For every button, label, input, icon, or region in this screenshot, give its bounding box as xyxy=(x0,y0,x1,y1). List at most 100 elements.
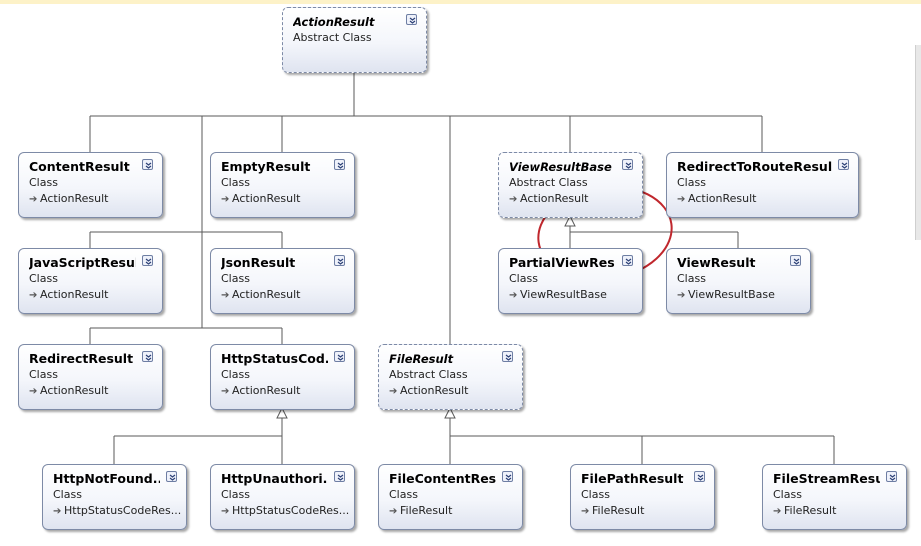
inheritance-arrow-icon: ➔ xyxy=(221,290,230,301)
inheritance-arrowhead xyxy=(444,406,456,419)
base-class-name: ActionResult xyxy=(232,384,301,397)
class-name: PartialViewRes... xyxy=(509,255,616,270)
chevron-down-double-icon[interactable] xyxy=(406,14,417,25)
inheritance-arrow-icon: ➔ xyxy=(29,194,38,205)
inheritance-arrow-icon: ➔ xyxy=(389,506,398,517)
class-box-httpstatuscoderesult[interactable]: HttpStatusCod... Class ➔ActionResult xyxy=(210,344,355,410)
vertical-scrollbar[interactable] xyxy=(915,45,921,240)
chevron-down-double-icon[interactable] xyxy=(694,471,705,482)
class-name: EmptyResult xyxy=(221,159,311,174)
class-box-redirectresult[interactable]: RedirectResult Class ➔ActionResult xyxy=(18,344,163,410)
chevron-down-double-icon[interactable] xyxy=(142,255,153,266)
inheritance-arrow-icon: ➔ xyxy=(221,506,230,517)
chevron-down-double-icon[interactable] xyxy=(334,159,345,170)
base-class-name: ActionResult xyxy=(400,384,469,397)
base-class-name: ActionResult xyxy=(40,288,109,301)
base-class: ➔FileResult xyxy=(389,504,452,517)
class-box-viewresult[interactable]: ViewResult Class ➔ViewResultBase xyxy=(666,248,811,314)
class-kind: Abstract Class xyxy=(293,31,372,44)
chevron-down-double-icon[interactable] xyxy=(334,471,345,482)
inheritance-arrow-icon: ➔ xyxy=(509,194,518,205)
class-box-emptyresult[interactable]: EmptyResult Class ➔ActionResult xyxy=(210,152,355,218)
inheritance-arrow-icon: ➔ xyxy=(221,194,230,205)
chevron-down-double-icon[interactable] xyxy=(838,159,849,170)
class-kind: Class xyxy=(581,488,610,501)
base-class: ➔ActionResult xyxy=(221,192,300,205)
class-box-httpnotfoundresult[interactable]: HttpNotFound... Class ➔HttpStatusCodeRes… xyxy=(42,464,187,530)
chevron-down-double-icon[interactable] xyxy=(166,471,177,482)
inheritance-arrow-icon: ➔ xyxy=(677,290,686,301)
inheritance-arrow-icon: ➔ xyxy=(509,290,518,301)
class-box-filepathresult[interactable]: FilePathResult Class ➔FileResult xyxy=(570,464,715,530)
class-box-httpunauthorizedresult[interactable]: HttpUnauthori... Class ➔HttpStatusCodeRe… xyxy=(210,464,355,530)
class-name: ViewResult xyxy=(677,255,756,270)
class-box-redirecttorouteresult[interactable]: RedirectToRouteResult Class ➔ActionResul… xyxy=(666,152,859,218)
class-kind: Class xyxy=(221,368,250,381)
base-class-name: HttpStatusCodeRes... xyxy=(232,504,350,517)
base-class: ➔ActionResult xyxy=(389,384,468,397)
class-box-contentresult[interactable]: ContentResult Class ➔ActionResult xyxy=(18,152,163,218)
base-class: ➔ActionResult xyxy=(221,288,300,301)
base-class-name: HttpStatusCodeRes... xyxy=(64,504,182,517)
chevron-down-double-icon[interactable] xyxy=(334,351,345,362)
class-name: ContentResult xyxy=(29,159,130,174)
class-box-filestreamresult[interactable]: FileStreamResult Class ➔FileResult xyxy=(762,464,907,530)
base-class: ➔ViewResultBase xyxy=(509,288,607,301)
base-class: ➔FileResult xyxy=(581,504,644,517)
class-kind: Class xyxy=(29,176,58,189)
chevron-down-double-icon[interactable] xyxy=(502,351,513,362)
base-class: ➔ActionResult xyxy=(509,192,588,205)
base-class-name: FileResult xyxy=(784,504,837,517)
inheritance-arrow-icon: ➔ xyxy=(773,506,782,517)
class-box-fileresult[interactable]: FileResult Abstract Class ➔ActionResult xyxy=(378,344,523,410)
class-kind: Class xyxy=(29,368,58,381)
base-class-name: FileResult xyxy=(400,504,453,517)
class-name: FileContentRes... xyxy=(389,471,496,486)
top-border-strip xyxy=(0,0,921,4)
base-class-name: FileResult xyxy=(592,504,645,517)
chevron-down-double-icon[interactable] xyxy=(886,471,897,482)
class-kind: Class xyxy=(53,488,82,501)
chevron-down-double-icon[interactable] xyxy=(790,255,801,266)
class-box-javascriptresult[interactable]: JavaScriptResult Class ➔ActionResult xyxy=(18,248,163,314)
base-class-name: ActionResult xyxy=(40,384,109,397)
inheritance-arrow-icon: ➔ xyxy=(53,506,62,517)
base-class: ➔ActionResult xyxy=(29,288,108,301)
base-class-name: ViewResultBase xyxy=(688,288,775,301)
chevron-down-double-icon[interactable] xyxy=(622,159,633,170)
class-box-jsonresult[interactable]: JsonResult Class ➔ActionResult xyxy=(210,248,355,314)
base-class: ➔ViewResultBase xyxy=(677,288,775,301)
class-name: RedirectResult xyxy=(29,351,134,366)
inheritance-arrow-icon: ➔ xyxy=(29,386,38,397)
inheritance-arrowhead xyxy=(276,406,288,419)
inheritance-arrow-icon: ➔ xyxy=(29,290,38,301)
class-kind: Class xyxy=(389,488,418,501)
chevron-down-double-icon[interactable] xyxy=(502,471,513,482)
class-name: HttpUnauthori... xyxy=(221,471,328,486)
base-class: ➔ActionResult xyxy=(677,192,756,205)
base-class-name: ViewResultBase xyxy=(520,288,607,301)
class-box-actionresult[interactable]: ActionResult Abstract Class xyxy=(282,7,427,73)
class-kind: Class xyxy=(221,176,250,189)
inheritance-arrow-icon: ➔ xyxy=(389,386,398,397)
class-box-viewresultbase[interactable]: ViewResultBase Abstract Class ➔ActionRes… xyxy=(498,152,643,218)
inheritance-arrow-icon: ➔ xyxy=(221,386,230,397)
chevron-down-double-icon[interactable] xyxy=(142,351,153,362)
base-class: ➔ActionResult xyxy=(221,384,300,397)
class-name: JsonResult xyxy=(221,255,296,270)
class-box-partialviewresult[interactable]: PartialViewRes... Class ➔ViewResultBase xyxy=(498,248,643,314)
class-box-filecontentresult[interactable]: FileContentRes... Class ➔FileResult xyxy=(378,464,523,530)
chevron-down-double-icon[interactable] xyxy=(622,255,633,266)
class-name: JavaScriptResult xyxy=(29,255,136,270)
class-kind: Abstract Class xyxy=(389,368,468,381)
base-class-name: ActionResult xyxy=(232,192,301,205)
base-class: ➔HttpStatusCodeRes... xyxy=(53,504,181,517)
class-kind: Class xyxy=(221,488,250,501)
base-class: ➔ActionResult xyxy=(29,192,108,205)
chevron-down-double-icon[interactable] xyxy=(142,159,153,170)
chevron-down-double-icon[interactable] xyxy=(334,255,345,266)
class-name: ActionResult xyxy=(293,15,375,29)
class-kind: Class xyxy=(29,272,58,285)
class-name: ViewResultBase xyxy=(509,160,612,174)
